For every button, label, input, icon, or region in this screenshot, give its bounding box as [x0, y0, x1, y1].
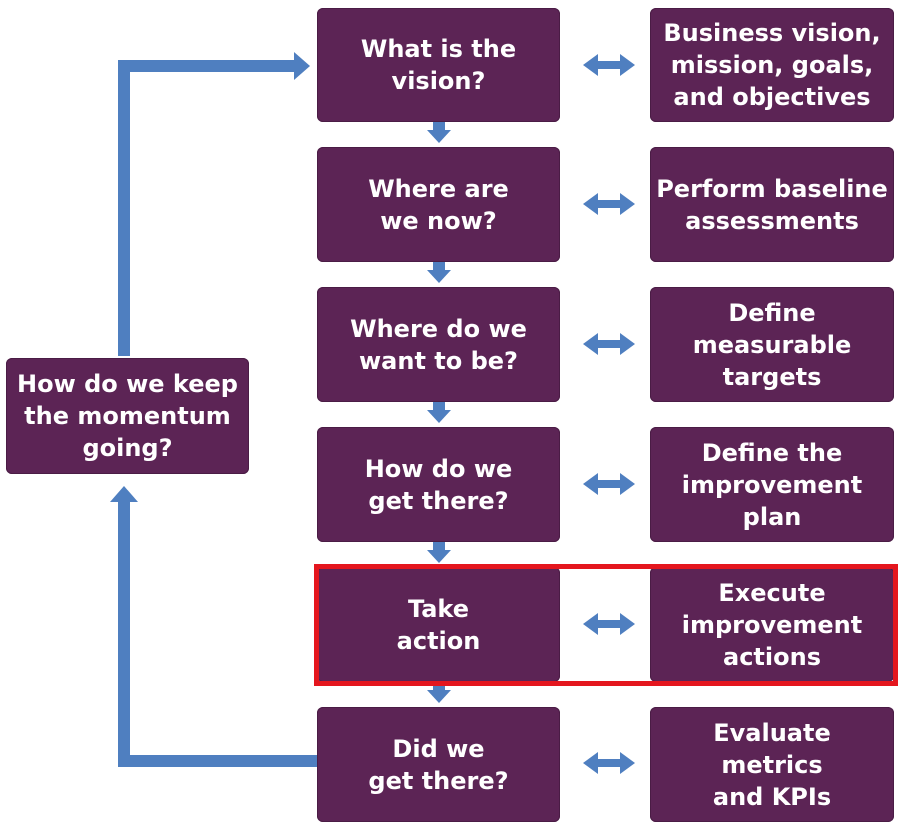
- action-box-vision: Business vision, mission, goals, and obj…: [650, 8, 894, 122]
- double-arrow-icon: [583, 54, 635, 76]
- double-arrow-icon: [583, 752, 635, 774]
- momentum-label: How do we keep the momentum going?: [17, 370, 238, 462]
- action-label: Define measurable targets: [692, 298, 852, 391]
- question-label: What is the vision?: [360, 35, 517, 95]
- loop-arrow-icon: [110, 486, 318, 767]
- action-box-plan: Define the improvement plan: [650, 427, 894, 542]
- action-box-evaluate: Evaluate metrics and KPIs: [650, 707, 894, 822]
- question-label: Did we get there?: [368, 734, 509, 795]
- action-label: Evaluate metrics and KPIs: [712, 718, 832, 811]
- down-arrow-icon: [427, 122, 451, 143]
- question-label: Where are we now?: [368, 174, 509, 235]
- double-arrow-icon: [583, 473, 635, 495]
- action-label: Perform baseline assessments: [656, 174, 888, 235]
- action-box-execute: Execute improvement actions: [650, 567, 894, 682]
- action-label: Business vision, mission, goals, and obj…: [663, 19, 881, 111]
- down-arrow-icon: [427, 542, 451, 563]
- action-label: Execute improvement actions: [681, 578, 863, 671]
- double-arrow-icon: [583, 193, 635, 215]
- action-box-targets: Define measurable targets: [650, 287, 894, 402]
- down-arrow-icon: [427, 402, 451, 423]
- loop-arrow-icon: [118, 52, 310, 356]
- down-arrow-icon: [427, 262, 451, 283]
- question-box-plan: How do we get there?: [317, 427, 560, 542]
- question-box-target: Where do we want to be?: [317, 287, 560, 402]
- question-box-evaluate: Did we get there?: [317, 707, 560, 822]
- question-label: Where do we want to be?: [350, 314, 527, 375]
- highlight-frame: [314, 564, 898, 686]
- action-label: Define the improvement plan: [681, 438, 863, 531]
- question-box-now: Where are we now?: [317, 147, 560, 262]
- question-box-vision: What is the vision?: [317, 8, 560, 122]
- momentum-box: How do we keep the momentum going?: [6, 358, 249, 474]
- action-box-baseline: Perform baseline assessments: [650, 147, 894, 262]
- question-label: How do we get there?: [364, 454, 513, 515]
- question-label: Take action: [396, 594, 481, 655]
- question-box-action: Take action: [317, 567, 560, 682]
- double-arrow-icon: [583, 333, 635, 355]
